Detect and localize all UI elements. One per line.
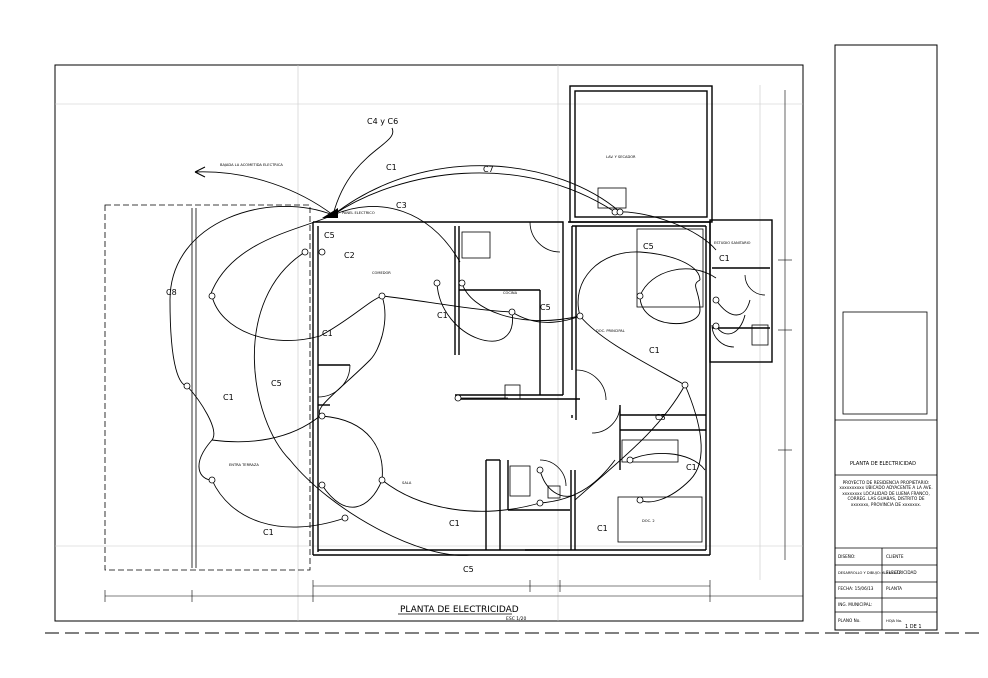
note-bathroom: ESTUDIO SANITARIO: [714, 241, 751, 245]
reference-grid: [55, 65, 803, 621]
room-annotations: BAJADA LA ACOMETIDA ELECTRICA PANEL ELEC…: [220, 155, 751, 523]
note-dining: COMEDOR: [372, 271, 391, 275]
sheet-frame: [54, 44, 938, 631]
note-master-bedroom: DOC. PRINCIPAL: [596, 329, 625, 333]
project-description-box: PROYECTO DE RESIDENCIA PROPIETARIO: xxxx…: [839, 480, 933, 507]
title-block: [835, 311, 937, 630]
circuit-label-c1-right: C1: [686, 463, 697, 472]
light-fixtures: [183, 208, 720, 522]
drawing-title-block: PLANTA DE ELECTRICIDAD ESC 1/20: [398, 605, 527, 622]
circuit-label-c1-center: C1: [437, 311, 448, 320]
note-laundry: LAV. Y SECADOR: [606, 155, 636, 159]
terrace-outline: [104, 204, 311, 571]
circuit-label-c5-center: C5: [540, 303, 551, 312]
circuit-label-c5-top: C5: [324, 231, 335, 240]
plano-label: PLANO No.: [838, 618, 861, 623]
circuit-wiring: [169, 127, 751, 556]
circuit-label-c5-bottom: C5: [463, 565, 474, 574]
fecha-value: PLANTA: [886, 586, 902, 591]
dibujo-label: DESARROLLO Y DIBUJO: ALEX DIAZ: [838, 571, 902, 575]
drawing-title: PLANTA DE ELECTRICIDAD: [400, 605, 519, 615]
sheet-title: PLANTA DE ELECTRICIDAD: [850, 461, 916, 467]
circuit-label-c4c6: C4 y C6: [367, 117, 398, 126]
circuit-label-c1-br: C1: [597, 524, 608, 533]
note-panel: PANEL ELECTRICO: [342, 211, 375, 215]
circuit-label-c5-right: C5: [655, 413, 666, 422]
terrace-posts: [191, 208, 197, 568]
circuit-label-c1-lower: C1: [263, 528, 274, 537]
door-swings: [317, 221, 766, 487]
note-kitchen: COCINA: [503, 291, 518, 295]
circuit-label-c1-bath: C1: [719, 254, 730, 263]
circuit-label-c5-dorm: C5: [643, 242, 654, 251]
circuit-label-c8: C8: [166, 288, 177, 297]
house-walls: [312, 85, 773, 556]
note-terrace: ENTRA TERRAZA: [229, 463, 259, 467]
municipal-label: ING. MUNICIPAL:: [838, 602, 872, 607]
diseno-value: CLIENTE: [886, 554, 904, 559]
circuit-label-c7: C7: [483, 165, 494, 174]
project-description: PROYECTO DE RESIDENCIA PROPIETARIO: xxxx…: [839, 480, 933, 507]
electrical-panel: [322, 208, 338, 218]
fecha-label: FECHA: 15/06/13: [838, 586, 874, 591]
drawing-scale: ESC 1/20: [506, 616, 527, 622]
title-block-text: PLANTA DE ELECTRICIDAD DISEÑO: CLIENTE D…: [838, 461, 922, 630]
note-living: SALA: [402, 481, 412, 485]
circuit-label-c5-left: C5: [271, 379, 282, 388]
note-bedroom-2: DOC. 2: [642, 519, 655, 523]
fixtures: [455, 187, 769, 543]
circuit-labels: C4 y C6 C1 C7 C3 C5 C2 C8 C1 C5 C1 C1 C5…: [166, 117, 730, 574]
note-service-exit: BAJADA LA ACOMETIDA ELECTRICA: [220, 163, 283, 167]
dibujo-value: ELECTRICIDAD: [886, 570, 917, 575]
circuit-label-c1-mid: C1: [322, 329, 333, 338]
circuit-label-c2: C2: [344, 251, 355, 260]
dimension-lines: [104, 90, 803, 602]
circuit-label-c1-bottom: C1: [449, 519, 460, 528]
circuit-label-c1-dorm: C1: [649, 346, 660, 355]
circuit-label-c3: C3: [396, 201, 407, 210]
service-arrow: [194, 166, 206, 178]
circuit-label-c1-top: C1: [386, 163, 397, 172]
diseno-label: DISEÑO:: [838, 554, 856, 559]
hoja-label: HOJA No.: [886, 619, 902, 623]
hoja-value: 1 DE 1: [905, 624, 922, 630]
circuit-label-c1-left: C1: [223, 393, 234, 402]
